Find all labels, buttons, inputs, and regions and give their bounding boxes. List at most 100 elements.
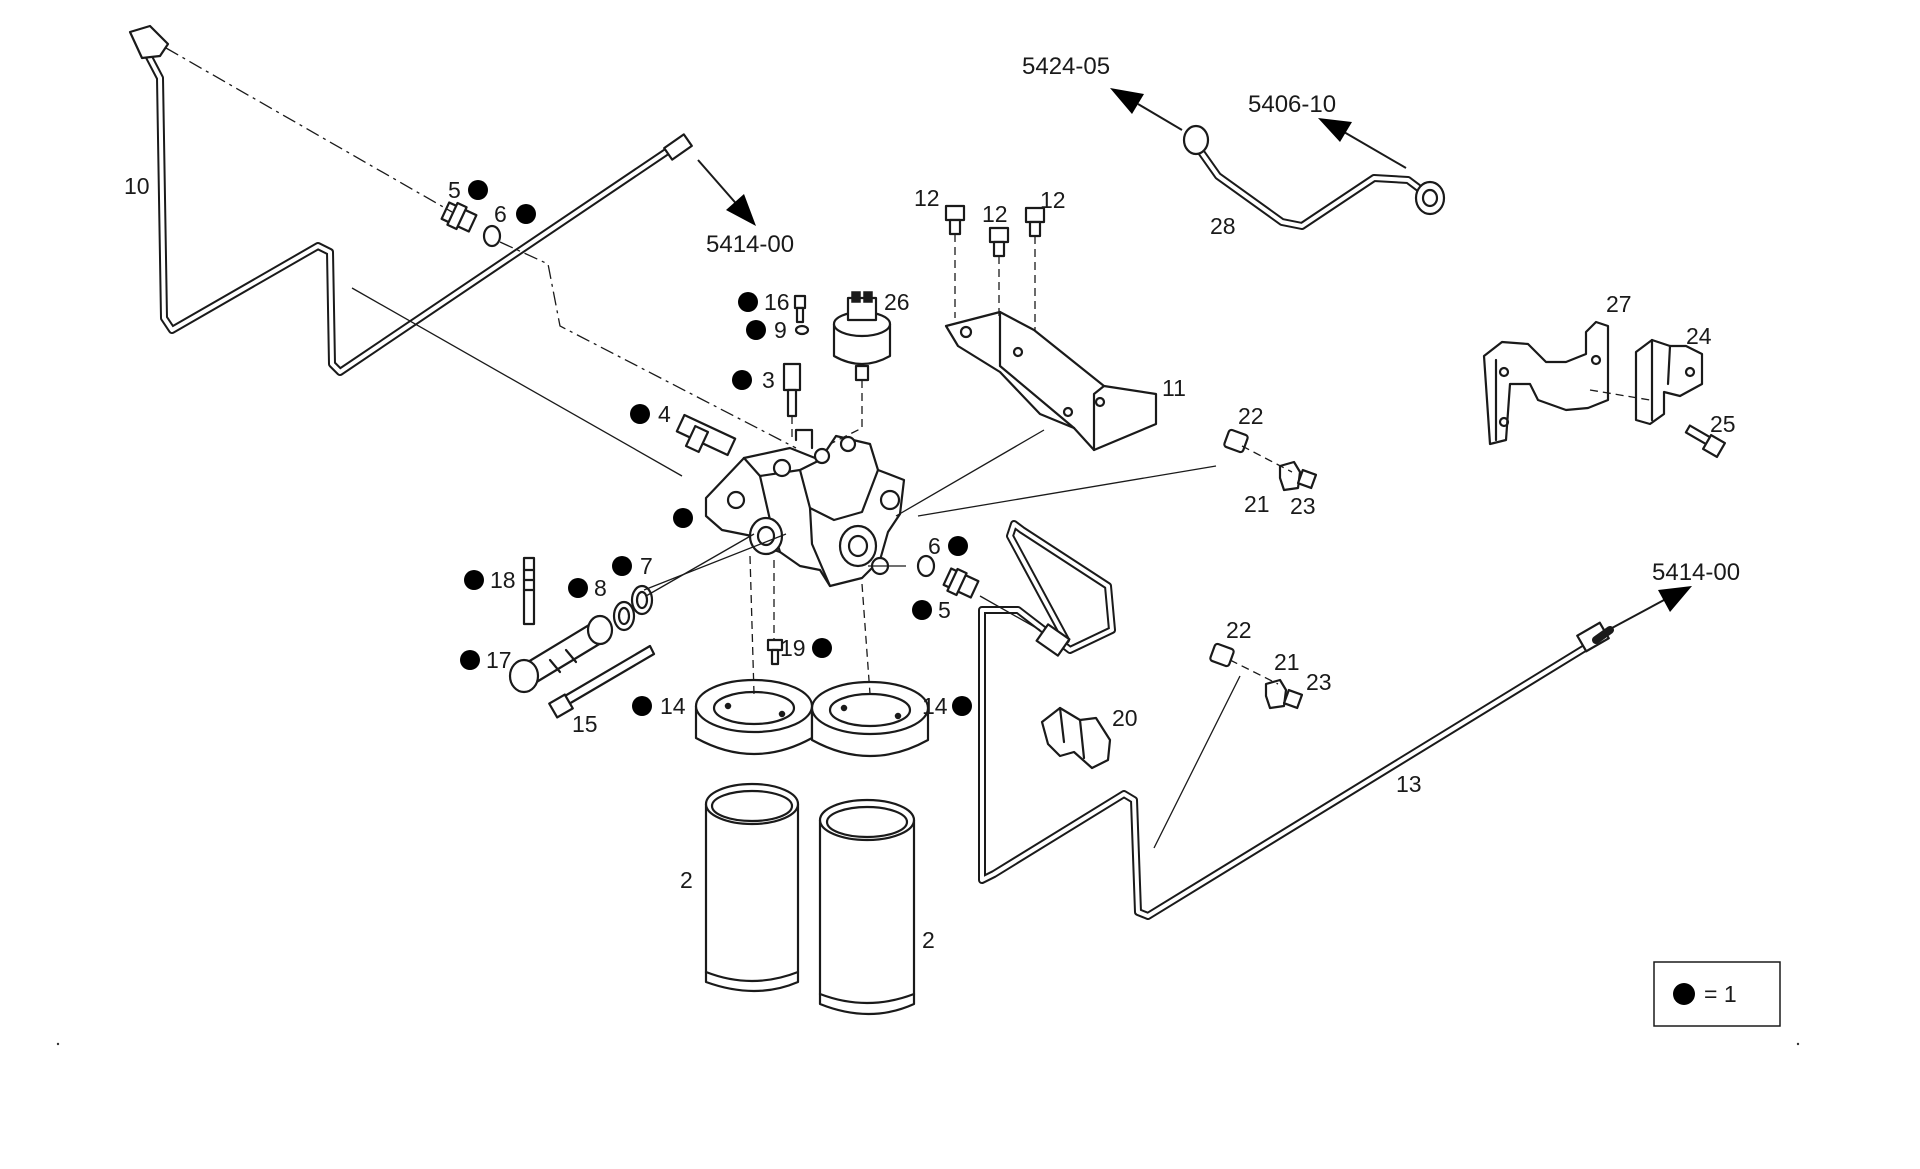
svg-text:23: 23 (1290, 493, 1316, 519)
svg-text:22: 22 (1226, 617, 1252, 643)
svg-text:12: 12 (914, 185, 940, 211)
callout-23-upper: 23 (1290, 493, 1316, 519)
nut-23-lower (1282, 688, 1304, 710)
svg-text:26: 26 (884, 289, 910, 315)
leader-lines (165, 47, 1651, 849)
nut-23-upper (1296, 468, 1318, 490)
filter-head (704, 428, 906, 588)
clamp-22-lower (1209, 642, 1235, 668)
callout-22-lower: 22 (1226, 617, 1252, 643)
bolt-15 (548, 644, 656, 719)
callout-dot-filter-head (673, 508, 693, 528)
svg-text:7: 7 (640, 553, 653, 579)
callout-14-left: 14 (632, 693, 686, 719)
callout-17: 17 (460, 647, 512, 673)
callout-27: 27 (1606, 291, 1632, 317)
pipe-28 (1182, 124, 1446, 230)
svg-text:9: 9 (774, 317, 787, 343)
pressure-switch-26 (832, 291, 892, 382)
svg-text:5: 5 (938, 597, 951, 623)
arrow-to-5414-00-right (1611, 586, 1692, 629)
svg-text:17: 17 (486, 647, 512, 673)
svg-text:20: 20 (1112, 705, 1138, 731)
fitting-5-top (440, 201, 478, 233)
svg-text:13: 13 (1396, 771, 1422, 797)
callout-10: 10 (124, 173, 150, 199)
svg-text:12: 12 (982, 201, 1008, 227)
callout-13: 13 (1396, 771, 1422, 797)
callout-7: 7 (612, 553, 653, 579)
svg-text:8: 8 (594, 575, 607, 601)
callout-22-upper: 22 (1238, 403, 1264, 429)
ref-5424-05: 5424-05 (1022, 53, 1110, 80)
fitting-4 (675, 413, 737, 457)
seal-ring-left (694, 678, 814, 756)
valve-17 (508, 614, 614, 694)
arrow-to-5424-05 (1110, 88, 1183, 131)
ref-5414-00-right: 5414-00 (1652, 559, 1740, 586)
callout-12-b: 12 (982, 201, 1008, 227)
callout-15: 15 (572, 711, 598, 737)
stud-18 (522, 556, 536, 626)
legend-dot (1673, 983, 1695, 1005)
svg-text:22: 22 (1238, 403, 1264, 429)
bracket-11 (944, 310, 1158, 452)
bolt-12-b (988, 226, 1010, 258)
screw-19 (766, 638, 784, 666)
clamp-20 (1040, 706, 1112, 770)
callout-12-a: 12 (914, 185, 940, 211)
svg-text:3: 3 (762, 367, 775, 393)
svg-text:6: 6 (928, 533, 941, 559)
svg-text:5: 5 (448, 177, 461, 203)
oring-7 (630, 584, 654, 616)
callout-2-right: 2 (922, 927, 935, 953)
svg-text:27: 27 (1606, 291, 1632, 317)
washer-6-right (916, 554, 936, 578)
filter-cartridge-right (818, 798, 916, 1016)
arrow-to-5414-00-top (697, 159, 756, 226)
callout-8: 8 (568, 575, 607, 601)
bolt-12-c (1024, 206, 1046, 238)
filter-cartridge-left (704, 782, 800, 993)
callout-6-top: 6 (494, 201, 536, 227)
callout-25: 25 (1710, 411, 1736, 437)
bleed-screw-16 (793, 294, 807, 324)
svg-text:19: 19 (780, 635, 806, 661)
svg-text:14: 14 (922, 693, 948, 719)
callout-6-right: 6 (928, 533, 968, 559)
callout-3: 3 (732, 367, 775, 393)
callout-18: 18 (464, 567, 516, 593)
callout-9: 9 (746, 317, 787, 343)
svg-text:2: 2 (922, 927, 935, 953)
ref-5414-00-top: 5414-00 (706, 231, 794, 258)
svg-text:4: 4 (658, 401, 671, 427)
washer-9 (794, 324, 810, 336)
svg-text:16: 16 (764, 289, 790, 315)
callout-14-right: 14 (922, 693, 972, 719)
sensor-3 (782, 362, 802, 418)
bolt-12-a (944, 204, 966, 236)
svg-text:28: 28 (1210, 213, 1236, 239)
svg-text:6: 6 (494, 201, 507, 227)
pipe-13 (978, 520, 1614, 920)
svg-text:12: 12 (1040, 187, 1066, 213)
callout-2-left: 2 (680, 867, 693, 893)
svg-text:11: 11 (1162, 375, 1186, 401)
callout-19: 19 (780, 635, 832, 661)
washer-6-top (482, 224, 502, 248)
callout-5-top: 5 (448, 177, 488, 203)
callout-5-right: 5 (912, 597, 951, 623)
legend-text: = 1 (1704, 981, 1737, 1007)
callout-28: 28 (1210, 213, 1236, 239)
svg-text:2: 2 (680, 867, 693, 893)
svg-text:24: 24 (1686, 323, 1712, 349)
callout-26: 26 (884, 289, 910, 315)
arrow-to-5406-10 (1318, 118, 1407, 169)
spacer-24 (1634, 338, 1704, 426)
callout-4: 4 (630, 401, 671, 427)
oring-8 (612, 600, 636, 632)
callout-21-lower: 21 (1274, 649, 1300, 675)
svg-text:14: 14 (660, 693, 686, 719)
legend-box: = 1 (1653, 961, 1781, 1027)
